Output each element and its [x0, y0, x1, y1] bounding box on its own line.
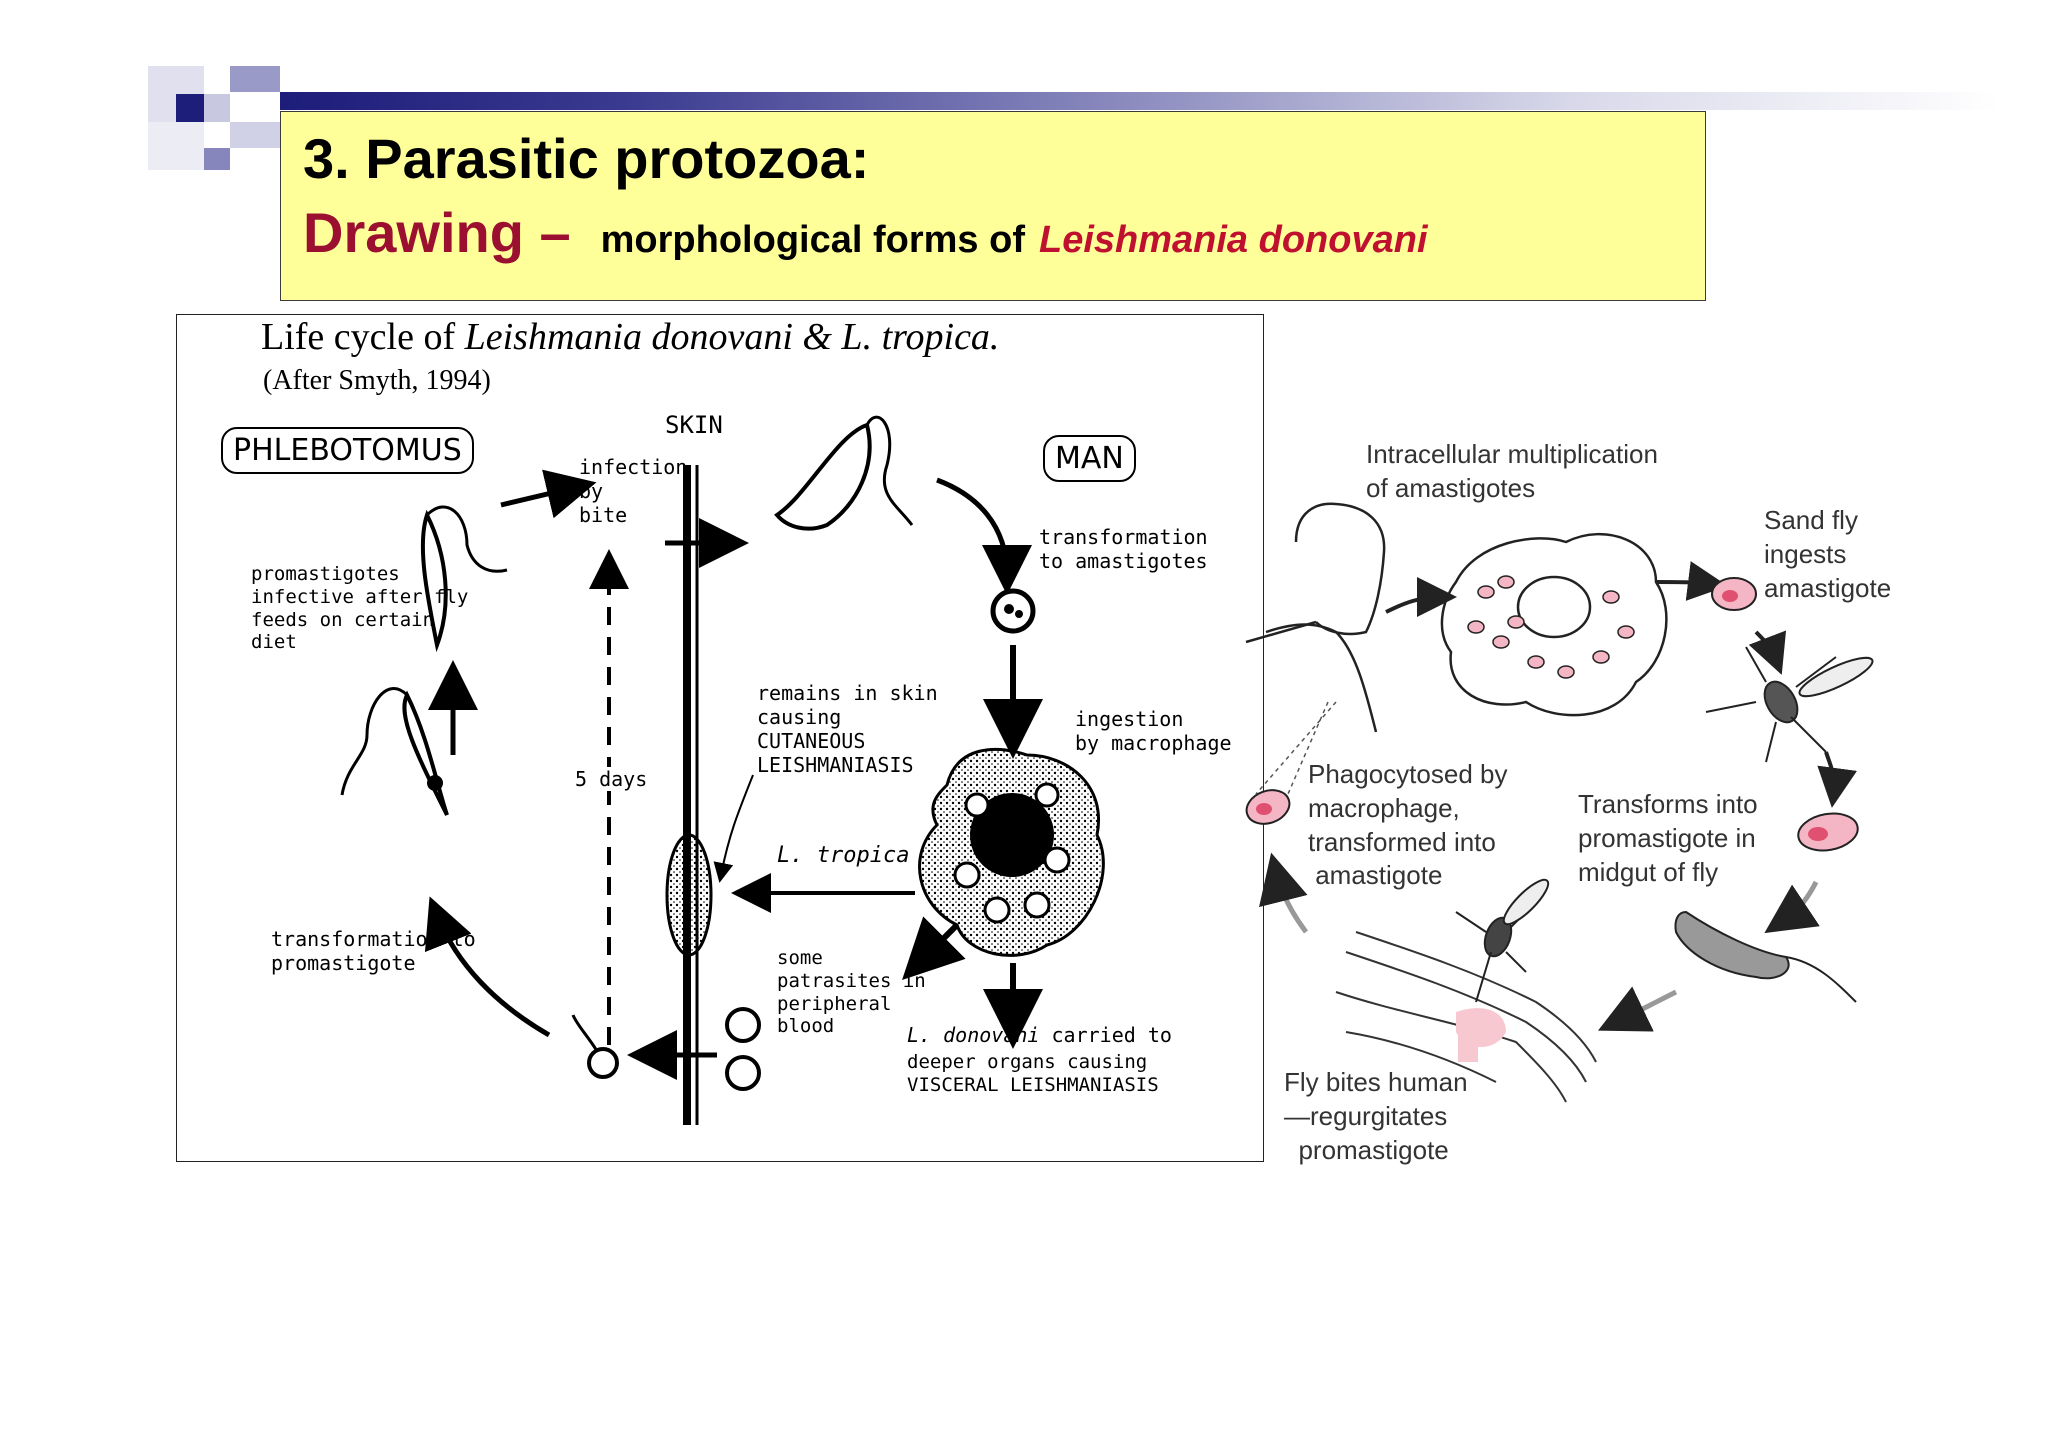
promastigote-icon [1797, 812, 1859, 852]
macrophage-illustration [1440, 532, 1668, 717]
life-cycle-illustration: Intracellular multiplication of amastigo… [1236, 432, 1936, 1192]
skin-line [683, 465, 699, 1125]
phagocytosed-label: Phagocytosed by macrophage, transformed … [1308, 759, 1508, 891]
fly-bites-label: Fly bites human —regurgitates promastigo… [1284, 1067, 1468, 1165]
l-tropica-label: L. tropica [777, 843, 910, 868]
skin-lesion [665, 833, 713, 957]
sandfly-label: Sand fly ingests amastigote [1764, 505, 1892, 603]
remains-label: remains in skin causing CUTANEOUS LEISHM… [757, 681, 938, 777]
decor-square [230, 122, 280, 148]
decor-square [204, 148, 230, 170]
decor-square [230, 66, 280, 92]
title-drawing: Drawing – [303, 201, 571, 264]
illustration-drawing [1245, 502, 1874, 1103]
title-species: Leishmania donovani [1038, 219, 1428, 261]
diagram-title-prefix: Life cycle of [261, 316, 456, 358]
life-cycle-diagram: Life cycle of Leishmania donovani & L. t… [176, 314, 1264, 1162]
slide-title: 3. Parasitic protozoa: [303, 127, 870, 190]
human-figure [1245, 502, 1386, 733]
transforms-label: Transforms into promastigote in midgut o… [1578, 789, 1758, 887]
l-donovani-label: L. donovani carried to [907, 1023, 1172, 1047]
l-donovani-name: L. donovani [907, 1023, 1040, 1047]
diagram-title: Life cycle of Leishmania donovani & L. t… [261, 315, 999, 359]
transformation-amastigotes-label: transformation to amastigotes [1039, 525, 1208, 573]
promastigote-shape [774, 422, 872, 531]
title-box: 3. Parasitic protozoa: Drawing – morpholo… [280, 111, 1706, 301]
sand-fly [1705, 646, 1874, 763]
intracellular-label: Intracellular multiplication of amastigo… [1366, 439, 1658, 503]
blood-cell [725, 1007, 761, 1043]
macrophage [918, 748, 1105, 957]
life-cycle-drawing [340, 415, 1105, 1125]
promastigotes-label: promastigotes infective after fly feeds … [251, 563, 469, 654]
diagram-subtitle: (After Smyth, 1994) [263, 365, 491, 396]
skin-layers [1335, 931, 1597, 1103]
slide-subtitle: Drawing – morphological forms of Leishmani… [303, 200, 1428, 265]
decor-square [148, 122, 204, 170]
blood-cell [725, 1055, 761, 1091]
title-gradient-bar [280, 92, 2000, 110]
title-morph: morphological forms of [600, 219, 1025, 261]
phlebotomus-label: PHLEBOTOMUS [221, 427, 474, 474]
five-days-label: 5 days [575, 767, 648, 791]
promastigote-shape [402, 690, 449, 816]
carried-to-text: carried to [1039, 1023, 1172, 1047]
man-arrow [936, 477, 1032, 595]
biting-fly [1455, 878, 1550, 1003]
ingestion-label: ingestion by macrophage [1075, 707, 1232, 755]
promastigote-grey [1674, 910, 1790, 980]
visceral-label: deeper organs causing VISCERAL LEISHMANI… [907, 1051, 1159, 1096]
transformation-promastigote-label: transformation to promastigote [271, 927, 476, 975]
man-label: MAN [1043, 435, 1136, 482]
decor-square [204, 94, 230, 122]
diagram-title-species: Leishmania donovani & L. tropica. [464, 316, 1000, 358]
skin-label: SKIN [665, 411, 723, 439]
infection-label: infection by bite [579, 455, 688, 527]
some-parasites-label: some patrasites in peripheral blood [777, 947, 926, 1038]
decor-square [176, 94, 204, 122]
